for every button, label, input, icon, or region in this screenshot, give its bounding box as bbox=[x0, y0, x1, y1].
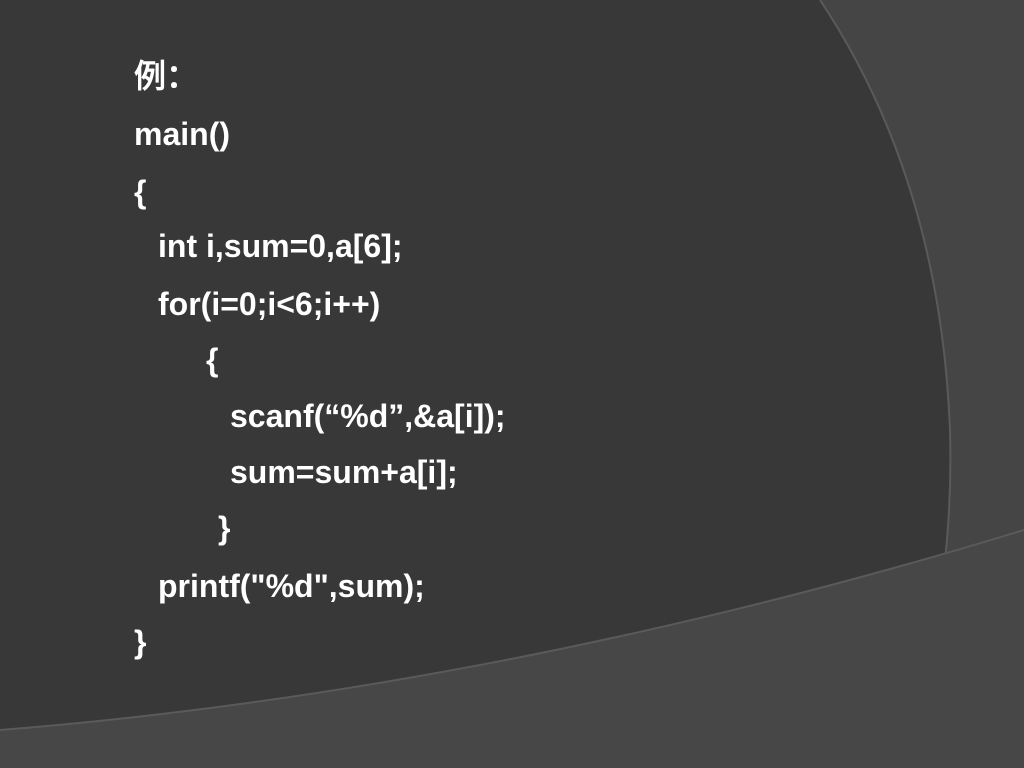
code-line-main: main() bbox=[134, 116, 230, 152]
code-line-close-brace: } bbox=[134, 624, 147, 660]
code-line-printf: printf("%d",sum); bbox=[158, 568, 425, 604]
code-line-loop-close-brace: } bbox=[218, 510, 231, 546]
bottom-arc bbox=[0, 529, 1024, 731]
code-line-declaration: int i,sum=0,a[6]; bbox=[158, 228, 403, 264]
code-line-loop-open-brace: { bbox=[206, 342, 219, 378]
dark-panel-shape bbox=[0, 0, 951, 768]
example-label: 例： bbox=[134, 58, 199, 94]
code-line-open-brace: { bbox=[134, 174, 147, 210]
code-line-scanf: scanf(“%d”,&a[i]); bbox=[230, 398, 506, 434]
code-line-sum: sum=sum+a[i]; bbox=[230, 454, 458, 490]
bottom-swoosh bbox=[0, 530, 1024, 768]
code-line-for-loop: for(i=0;i<6;i++) bbox=[158, 286, 381, 322]
